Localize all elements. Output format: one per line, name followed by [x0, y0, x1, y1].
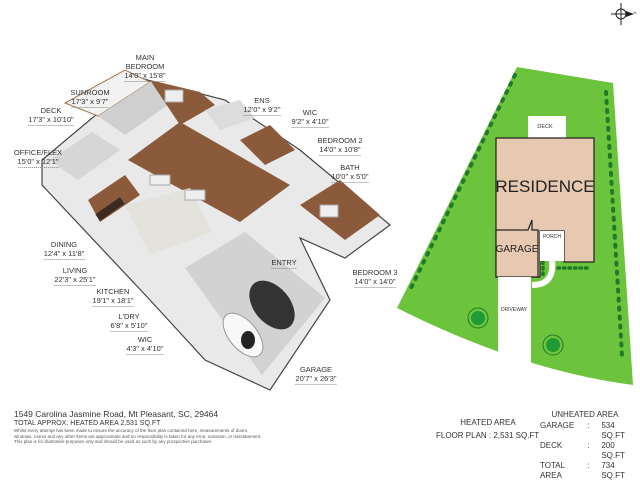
- walkway: [531, 259, 556, 288]
- car-dark: [249, 280, 295, 330]
- dining-floor: [88, 175, 140, 222]
- heated-area-title: HEATED AREA: [460, 418, 516, 427]
- footer-info: 1549 Carolina Jasmine Road, Mt Pleasant,…: [14, 409, 261, 445]
- site-plan: [397, 3, 634, 385]
- site-driveway-label: DRIVEWAY: [500, 307, 528, 313]
- porch: [540, 231, 564, 261]
- disclaimer-line: windows, rooms and any other items are a…: [14, 433, 262, 439]
- disclaimer-line: Whilst every attempt has been made to en…: [14, 428, 249, 433]
- sunroom-floor: [98, 82, 175, 135]
- sofa: [184, 189, 206, 201]
- driveway: [498, 277, 531, 363]
- room-label-entry: ENTRY: [271, 258, 297, 269]
- ens-floor: [205, 100, 255, 130]
- sofa: [149, 174, 171, 186]
- disclaimer-line: This plan is for illustrative purposes o…: [14, 439, 213, 444]
- bed: [164, 89, 184, 103]
- bed: [319, 204, 339, 218]
- living-floor: [128, 122, 290, 222]
- deck-area-row: DECK:200 SQ.FT: [540, 441, 625, 460]
- floor-plan-area: FLOOR PLAN : 2,531 SQ.FT: [436, 431, 540, 440]
- garage-area-row: GARAGE:534 SQ.FT: [540, 421, 625, 440]
- trees-border: [408, 73, 624, 357]
- dining-table: [95, 197, 125, 221]
- unheated-area-title: UNHEATED AREA: [551, 410, 619, 419]
- compass-north-label: N: [633, 10, 637, 15]
- office-floor: [50, 132, 120, 180]
- bedroom3-floor: [300, 180, 380, 240]
- unheated-area-table: GARAGE:534 SQ.FT DECK:200 SQ.FT TOTAL AR…: [540, 421, 640, 481]
- site-deck-label: DECK: [537, 124, 553, 130]
- total-area-row: TOTAL AREA:734 SQ.FT: [540, 461, 625, 480]
- deck-block: [528, 116, 566, 138]
- total-heated-area: TOTAL APPROX. HEATED AREA 2,531 SQ.FT: [14, 420, 161, 427]
- site-residence-label: RESIDENCE: [495, 177, 595, 196]
- kitchen-floor: [125, 188, 212, 255]
- property-address: 1549 Carolina Jasmine Road, Mt Pleasant,…: [14, 409, 219, 419]
- floor-plan-walls: [41, 69, 391, 391]
- bedroom2-floor: [240, 125, 295, 165]
- floor-plan-3d: [41, 3, 634, 391]
- compass-icon: [611, 3, 634, 25]
- site-garage-label: GARAGE: [495, 244, 539, 255]
- site-porch-label: PORCH: [542, 234, 562, 240]
